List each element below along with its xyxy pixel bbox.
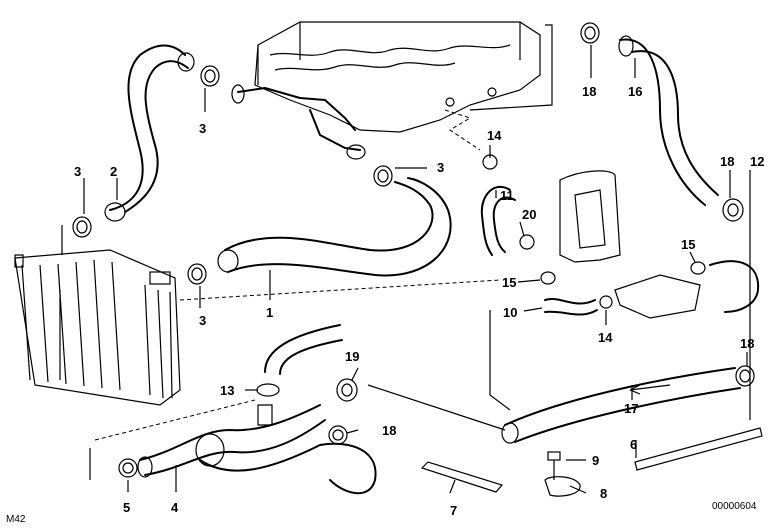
label-12: 12: [750, 154, 764, 169]
label-3-top: 3: [199, 121, 206, 136]
hose-13-inner: [279, 339, 343, 375]
hose-16-inner: [631, 50, 719, 196]
hose-11-inner: [492, 196, 516, 253]
label-leaders: [83, 45, 751, 494]
label-18-bottom: 18: [382, 423, 396, 438]
clamp-18-lowright: [735, 365, 755, 387]
leader-19: [367, 384, 506, 431]
hose-2: [109, 44, 186, 211]
hose-2-inner: [124, 60, 189, 213]
label-14-top: 14: [487, 128, 502, 143]
clamp-3-top: [200, 65, 220, 87]
expansion-bracket: [559, 170, 621, 263]
hose-1: [224, 181, 434, 252]
label-20: 20: [522, 207, 536, 222]
engine-block: [231, 21, 541, 160]
label-19: 19: [345, 349, 359, 364]
clamp-14-low: [599, 295, 613, 309]
clamp-3-low: [187, 263, 207, 285]
hose-1-inner: [227, 177, 452, 277]
label-18-top: 18: [582, 84, 596, 99]
hose-10-inner: [544, 309, 598, 316]
hose-4: [139, 404, 321, 461]
clamp-15: [540, 261, 706, 285]
clip-8: [544, 476, 581, 497]
label-11: 11: [500, 188, 514, 203]
drawing-number: 00000604: [712, 501, 757, 512]
spring: [257, 404, 273, 426]
flange: [195, 433, 225, 467]
leader-10-17: [489, 310, 511, 411]
clamp-3-left: [72, 216, 92, 238]
label-4: 4: [171, 500, 179, 515]
clamp-19: [336, 378, 358, 402]
hose-7: [420, 461, 504, 493]
label-9: 9: [592, 453, 599, 468]
label-3-mid: 3: [437, 160, 444, 175]
hose-16-end: [618, 35, 634, 57]
hose-4-inner: [144, 419, 326, 476]
hose-13: [264, 324, 341, 373]
clamp-3-mid: [373, 165, 393, 187]
leader-left: [59, 225, 63, 380]
label-13: 13: [220, 383, 234, 398]
strap-6: [634, 427, 763, 471]
clamp-18-bottom: [328, 425, 348, 445]
dash-line-14: [444, 109, 481, 151]
hose-12: [709, 260, 760, 313]
hose-2-end: [104, 202, 126, 222]
label-8: 8: [600, 486, 607, 501]
label-7: 7: [450, 503, 457, 518]
hose-17-end: [501, 422, 519, 444]
leader-bracket-top: [469, 24, 553, 111]
label-15-left: 15: [502, 275, 516, 290]
clamp-18-top: [580, 22, 600, 44]
corner-code: M42: [6, 514, 26, 525]
hose-17: [504, 367, 736, 426]
hose-11: [480, 185, 511, 256]
label-14-low: 14: [598, 330, 613, 345]
bolt-9: [547, 451, 561, 480]
label-18-lowright: 18: [740, 336, 754, 351]
dash-line-lower: [94, 399, 256, 441]
hose-4-end: [137, 456, 153, 478]
label-1: 1: [266, 305, 273, 320]
label-18-right: 18: [720, 154, 734, 169]
radiator: [14, 249, 181, 406]
flow-arrow: [629, 384, 671, 395]
hose-10: [544, 297, 596, 305]
label-6: 6: [630, 437, 637, 452]
clamp-13: [256, 383, 280, 397]
label-15-right: 15: [681, 237, 695, 252]
label-3-left: 3: [74, 164, 81, 179]
label-5: 5: [123, 500, 130, 515]
hose-17-inner: [514, 387, 741, 443]
hose-2-end-top: [177, 52, 195, 72]
label-10: 10: [503, 305, 517, 320]
clamp-20: [519, 234, 535, 250]
dash-line-radiator: [179, 279, 501, 301]
hose-16: [619, 38, 706, 206]
hose-1-end: [217, 249, 239, 273]
label-16: 16: [628, 84, 642, 99]
valve-assembly: [614, 274, 701, 319]
label-17: 17: [624, 401, 638, 416]
label-2: 2: [110, 164, 117, 179]
clamp-5: [118, 458, 138, 478]
clamp-18-right: [722, 198, 744, 222]
label-3-low: 3: [199, 313, 206, 328]
hose-lower-loop: [199, 442, 377, 495]
